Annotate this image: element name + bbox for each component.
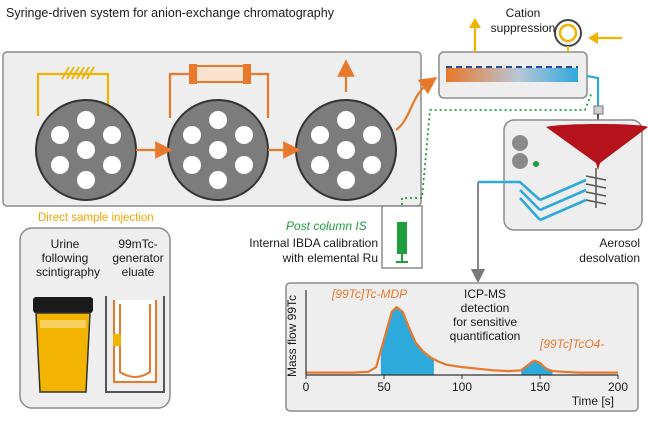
valve-3 (295, 99, 397, 201)
urine-cup (33, 297, 93, 393)
heater-coil (585, 168, 607, 208)
column-cap-right (243, 64, 251, 84)
internal-standard-line (401, 91, 593, 210)
ibda-label-line-2: with elemental Ru (282, 251, 378, 265)
icpms-label-line-1: ICP-MS (464, 287, 506, 301)
y-axis-label: Mass flow 99Tc (285, 295, 299, 377)
spray-chamber (546, 124, 648, 170)
ibda-label-line-1: Internal IBDA calibration (249, 236, 378, 250)
generator-vessel (105, 296, 165, 393)
generator-label-line-1: 99mTc- (118, 237, 158, 251)
urine-label-line-1: Urine (50, 237, 80, 251)
generator-label: 99mTc- generator eluate (106, 237, 170, 279)
column-cap-left (189, 64, 197, 84)
x-tick-label-150: 150 (530, 380, 550, 394)
flow-to-suppressor (395, 76, 438, 131)
generator-label-line-2: generator (112, 251, 164, 265)
icpms-label-line-3: for sensitive (452, 315, 518, 329)
valve-1 (35, 99, 137, 201)
aerosol-label: Aerosol desolvation (570, 236, 640, 266)
chromatogram-line (306, 305, 618, 374)
peak-label-1: [99Tc]Tc-MDP (331, 287, 407, 301)
cation-suppression-label: Cation suppression (478, 6, 568, 36)
diagram-title: Syringe-driven system for anion-exchange… (6, 6, 334, 20)
x-tick-label-200: 200 (608, 380, 628, 394)
x-tick-label-100: 100 (452, 380, 472, 394)
peak-fill-1 (380, 307, 434, 375)
chromatogram-panel (285, 282, 639, 412)
suppressor-membrane (446, 68, 578, 82)
generator-label-line-3: eluate (121, 265, 155, 279)
is-syringe (397, 222, 407, 254)
cation-suppression-line-2: suppression (490, 21, 556, 35)
valve-2 (167, 99, 269, 201)
membrane-coil (478, 178, 587, 222)
peak-label-2: [99Tc]TcO4- (539, 337, 604, 351)
aerosol-label-line-1: Aerosol (599, 236, 640, 250)
injection-coil (61, 66, 95, 80)
injection-loop (36, 72, 110, 116)
icpms-label: ICP-MS detection for sensitive quantific… (430, 287, 540, 343)
ibda-label: Internal IBDA calibration with elemental… (228, 236, 378, 266)
aerosol-label-line-2: desolvation (579, 251, 640, 265)
x-tick-label-0: 0 (303, 380, 310, 394)
outlet-line (586, 74, 600, 110)
post-column-is-label: Post column IS (286, 219, 367, 233)
urine-label: Urine following scintigraphy (36, 237, 101, 279)
cation-suppression-line-1: Cation (505, 6, 541, 20)
urine-label-line-2: following (41, 251, 89, 265)
x-tick-label-50: 50 (377, 380, 391, 394)
urine-label-line-3: scintigraphy (36, 265, 101, 279)
icpms-label-line-4: quantification (449, 329, 521, 343)
x-axis-label: Time [s] (572, 394, 614, 408)
direct-injection-label: Direct sample injection (38, 212, 154, 224)
icpms-label-line-2: detection (460, 301, 510, 315)
column-body (194, 65, 246, 83)
